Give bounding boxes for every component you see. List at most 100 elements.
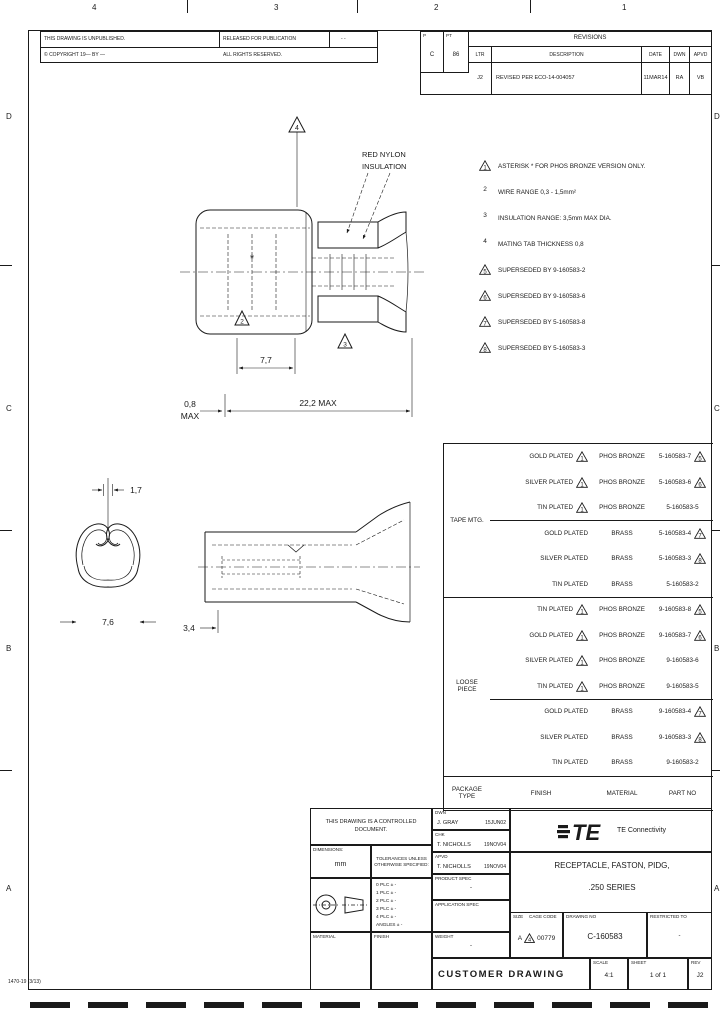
- svg-text:1: 1: [580, 508, 584, 514]
- part-note-triangle-icon: 8: [694, 553, 707, 564]
- restricted-to-label: RESTRICTED TO: [650, 914, 687, 919]
- parts-table: TAPE MTG. GOLD PLATED 1 PHOS BRONZE 5-160583…: [443, 443, 713, 811]
- zone-tick: [0, 770, 12, 771]
- part-note-triangle-icon: 6: [694, 629, 707, 641]
- svg-text:5: 5: [698, 457, 702, 463]
- svg-text:1,7: 1,7: [130, 485, 142, 495]
- package-type-group-label: LOOSE PIECE: [456, 679, 478, 694]
- material-cell: BRASS: [611, 733, 633, 741]
- svg-text:5: 5: [483, 269, 487, 275]
- sheet-size-triangle-icon: 4: [524, 933, 536, 943]
- note-triangle-icon: 7: [479, 316, 491, 327]
- sheet-value: 1 of 1: [649, 972, 667, 980]
- size-value: A: [517, 934, 523, 942]
- svg-text:1: 1: [580, 635, 584, 641]
- weight-value: -: [470, 943, 472, 950]
- finish-note-triangle-icon: 1: [576, 680, 588, 692]
- dimension-width: 7,6: [60, 617, 156, 627]
- base-outer: [77, 567, 139, 588]
- svg-text:6: 6: [698, 635, 702, 641]
- svg-text:8: 8: [483, 347, 487, 353]
- flared-opening: [355, 501, 411, 623]
- rev-col-description: DESCRIPTION: [491, 47, 641, 63]
- material-divider: [490, 699, 713, 700]
- rev-value: J2: [696, 972, 704, 980]
- zone-label-right: C: [714, 404, 720, 413]
- revisions-block: P C PT 86 REVISIONS LTR DESCRIPTION DATE…: [420, 31, 712, 95]
- rev-row-date: 11MAR14: [641, 63, 669, 94]
- approved-name: T. NICHOLLS: [437, 864, 471, 870]
- package-type-group-label: TAPE MTG.: [450, 517, 484, 524]
- material-cell: BRASS: [611, 580, 633, 588]
- note-triangle-icon: 6: [479, 290, 491, 301]
- left-curl: [75, 523, 110, 569]
- tolerance-line: ANGLES ± -: [376, 922, 403, 928]
- right-curl: [106, 523, 141, 569]
- material-cell: PHOS BRONZE: [599, 478, 645, 486]
- material-value: [311, 933, 370, 989]
- doc-type: CUSTOMER DRAWING: [438, 968, 565, 980]
- checked-by-box: CHK T. NICHOLLS 19NOV04: [432, 830, 510, 852]
- finish-cell: GOLD PLATED: [544, 708, 588, 716]
- cage-code-label: CAGE CODE: [529, 914, 557, 919]
- zone-label-left: B: [6, 644, 12, 653]
- finish-note-triangle-icon: 1: [576, 604, 588, 615]
- dimension-seam: 0,8 MAX: [181, 399, 223, 421]
- part-note-triangle-icon: 5: [694, 451, 707, 463]
- material-box: MATERIAL: [310, 932, 371, 990]
- finish-cell: TIN PLATED: [552, 759, 588, 767]
- drawing-no-box: DRAWING NO C-160583: [563, 912, 647, 958]
- drawn-label: DWN: [435, 810, 446, 815]
- rev-row-dwn: RA: [669, 63, 689, 94]
- svg-text:3,4: 3,4: [183, 623, 195, 633]
- part-note-triangle-icon: 7: [694, 706, 707, 717]
- approved-by-box: APVD T. NICHOLLS 19NOV04: [432, 852, 510, 874]
- zone-tick: [187, 0, 188, 13]
- checked-date: 19NOV04: [484, 841, 506, 848]
- zone-tick: [530, 0, 531, 13]
- rev-row-description: REVISED PER ECO-14-004057: [491, 63, 641, 94]
- drawing-no-label: DRAWING NO: [566, 914, 597, 919]
- controlled-document-box: THIS DRAWING IS A CONTROLLED DOCUMENT.: [310, 808, 432, 845]
- application-spec-box: APPLICATION SPEC: [432, 900, 510, 932]
- tolerances-heading-box: TOLERANCES UNLESS OTHERWISE SPECIFIED:: [371, 845, 432, 878]
- application-spec-label: APPLICATION SPEC: [435, 902, 479, 907]
- zone-label-left: C: [6, 404, 12, 413]
- rev-label: REV: [691, 960, 701, 965]
- revisions-title: REVISIONS: [469, 32, 711, 47]
- size-cage-value: A 4 00779: [511, 919, 562, 957]
- rev-row-ltr: J2: [477, 74, 483, 81]
- product-spec-value: -: [470, 885, 472, 892]
- drawing-title-line1: RECEPTACLE, FASTON, PIDG,: [554, 861, 670, 870]
- checked-label: CHK: [435, 832, 445, 837]
- svg-text:2: 2: [240, 319, 244, 326]
- notes-list: 1 ASTERISK * FOR PHOS BRONZE VERSION ONLY…: [476, 160, 710, 368]
- legal-strip: THIS DRAWING IS UNPUBLISHED. RELEASED FO…: [40, 31, 378, 63]
- svg-text:1: 1: [483, 165, 487, 171]
- material-cell: BRASS: [611, 529, 633, 537]
- projection-symbol-box: [310, 878, 371, 932]
- zone-label-right: B: [714, 644, 720, 653]
- insulation-section-bottom: [317, 295, 379, 323]
- svg-text:4: 4: [295, 125, 299, 132]
- callout-text-line2: INSULATION: [362, 162, 406, 171]
- note-text: SUPERSEDED BY 9-160583-6: [498, 293, 586, 300]
- note-text: SUPERSEDED BY 9-160583-2: [498, 267, 586, 274]
- rev-col-date: DATE: [641, 47, 669, 63]
- tolerance-line: 4 PLC ± -: [376, 914, 397, 920]
- restricted-to-box: RESTRICTED TO -: [647, 912, 712, 958]
- material-cell: BRASS: [611, 708, 633, 716]
- note-text: ASTERISK * FOR PHOS BRONZE VERSION ONLY.: [498, 163, 646, 170]
- finish-cell: TIN PLATED: [552, 580, 588, 588]
- parts-table-header-cell: PACKAGE TYPE: [444, 775, 490, 810]
- drawing-no-value: C-160583: [587, 931, 623, 941]
